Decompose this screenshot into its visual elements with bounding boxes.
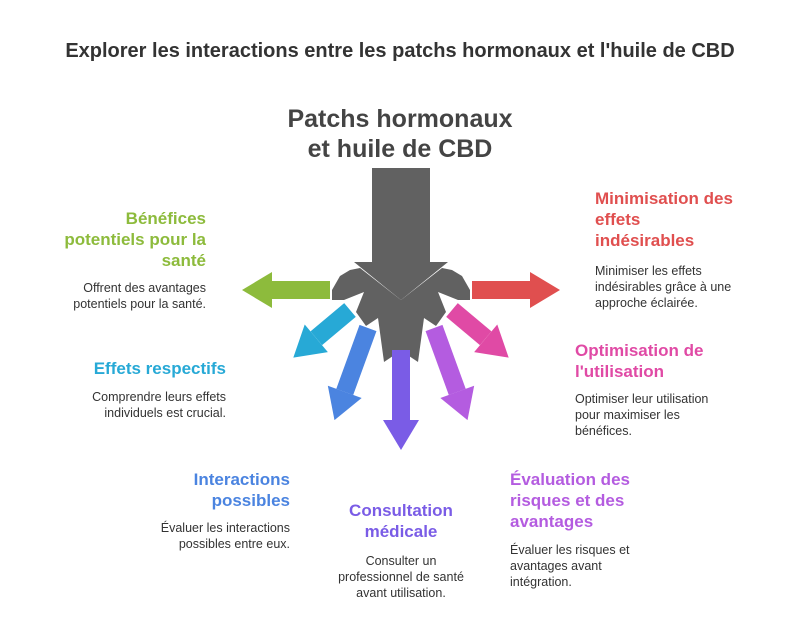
node-title-evaluation: Évaluation des risques et des avantages	[510, 470, 630, 531]
node-desc-minimisation: Minimiser les effets indésirables grâce …	[595, 264, 732, 310]
center-title: Patchs hormonaux et huile de CBD	[250, 104, 550, 164]
node-desc-evaluation: Évaluer les risques et avantages avant i…	[510, 543, 630, 589]
node-title-optimisation: Optimisation de l'utilisation	[575, 341, 704, 381]
node-desc-effets: Comprendre leurs effets individuels est …	[92, 390, 226, 420]
center-title-line-2: et huile de CBD	[307, 135, 493, 163]
node-desc-optimisation: Optimiser leur utilisation pour maximise…	[575, 392, 709, 438]
node-desc-interactions: Évaluer les interactions possibles entre…	[160, 521, 290, 551]
arrow-evaluation	[425, 324, 475, 421]
node-title-consultation: Consultation médicale	[349, 501, 453, 541]
input-arrow	[354, 168, 448, 300]
central-hub	[332, 268, 470, 366]
arrow-benefices	[242, 272, 330, 308]
node-desc-benefices: Offrent des avantages potentiels pour la…	[73, 281, 206, 311]
arrow-consultation	[383, 350, 419, 450]
node-title-interactions: Interactions possibles	[193, 470, 290, 510]
node-title-benefices: Bénéfices potentiels pour la santé	[64, 209, 206, 270]
arrow-optimisation	[446, 303, 509, 358]
arrow-effets	[293, 303, 356, 358]
page-title: Explorer les interactions entre les patc…	[65, 40, 735, 62]
node-desc-consultation: Consulter un professionnel de santé avan…	[338, 554, 464, 600]
node-title-effets: Effets respectifs	[93, 359, 226, 378]
center-title-line-1: Patchs hormonaux	[287, 105, 513, 133]
arrow-minimisation	[472, 272, 560, 308]
arrow-interactions	[327, 324, 377, 421]
node-title-minimisation: Minimisation des effets indésirables	[595, 189, 733, 250]
